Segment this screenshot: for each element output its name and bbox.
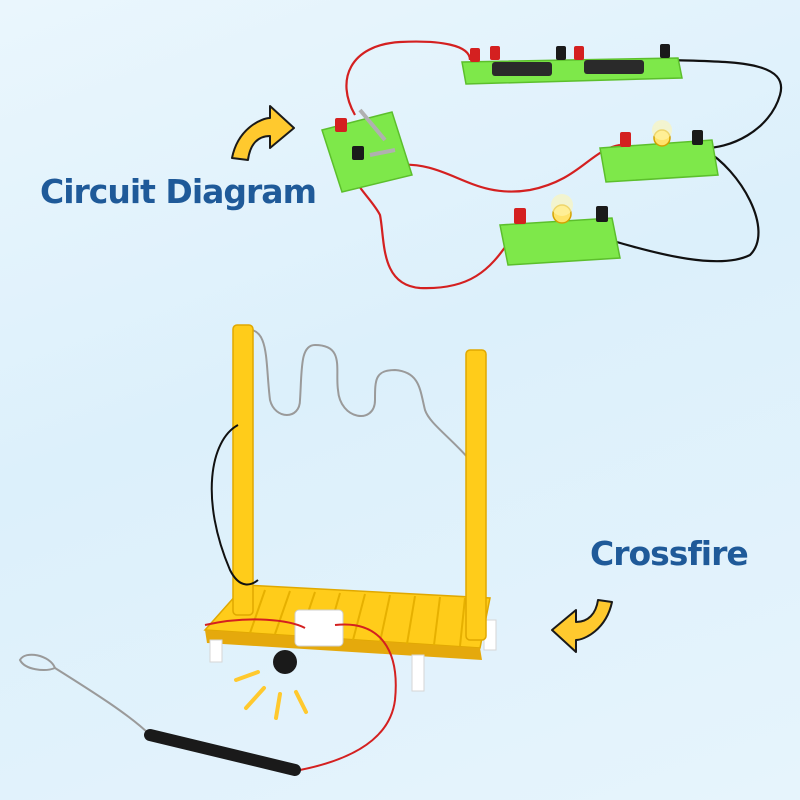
battery-holder	[461, 44, 683, 85]
base-platform	[203, 584, 497, 692]
curved-arrow-icon	[231, 105, 295, 161]
black-wire	[669, 58, 783, 150]
knife-switch	[321, 108, 413, 193]
wand	[18, 653, 301, 776]
black-wire	[609, 149, 760, 263]
bulb-holder	[599, 120, 719, 183]
circuit-kit	[321, 40, 783, 290]
red-wire	[345, 40, 472, 116]
red-wire	[204, 618, 306, 629]
red-wire	[394, 143, 621, 193]
crossfire-game	[18, 324, 497, 776]
zigzag-wire	[242, 328, 479, 471]
terminal-block	[294, 609, 344, 647]
crossfire-label: Crossfire	[590, 534, 749, 573]
black-wire	[210, 424, 259, 586]
bulb-holder	[499, 194, 621, 266]
left-post	[232, 324, 254, 616]
right-post	[465, 349, 487, 641]
buzzer	[234, 650, 308, 720]
curved-arrow-icon	[551, 599, 613, 653]
red-wire	[299, 623, 397, 771]
circuit-diagram-label: Circuit Diagram	[40, 172, 317, 211]
